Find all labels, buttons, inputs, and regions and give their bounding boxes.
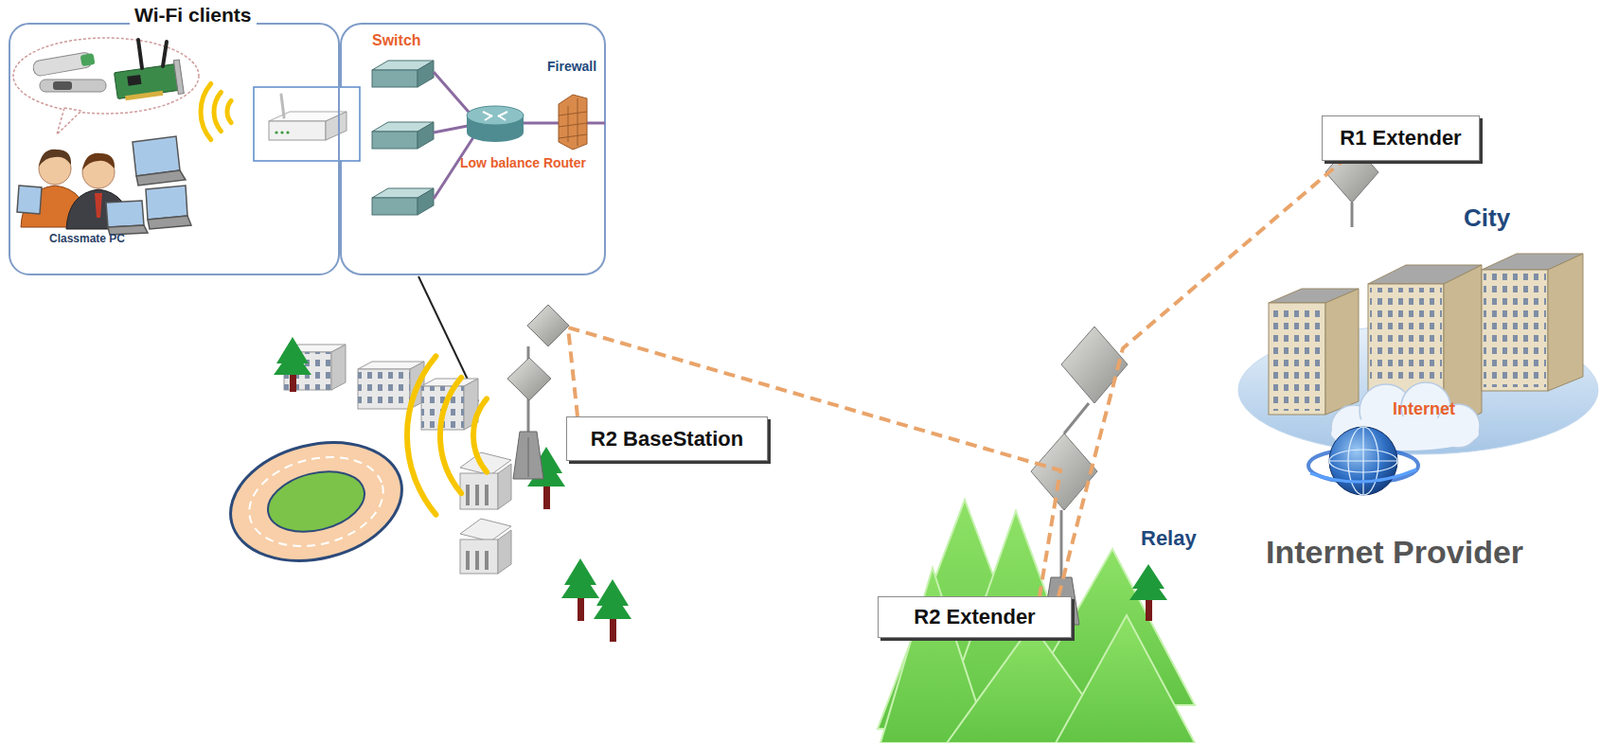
device-label-box: R2 BaseStation xyxy=(566,416,768,462)
device-label: R2 Extender xyxy=(913,604,1035,630)
component-label: Switch xyxy=(372,32,422,50)
provider-label: Internet Provider xyxy=(1265,533,1524,571)
wireless-link xyxy=(568,327,1061,597)
cloud-label: Internet xyxy=(1392,399,1456,420)
device-label-box: R1 Extender xyxy=(1321,115,1480,161)
place-label: City xyxy=(1463,204,1511,233)
wireless-link xyxy=(1058,160,1343,597)
place-label: Relay xyxy=(1140,526,1197,551)
device-label: R1 Extender xyxy=(1339,125,1461,151)
device-label: R2 BaseStation xyxy=(590,426,744,452)
device-caption: Classmate PC xyxy=(49,232,125,247)
device-label-box: R2 Extender xyxy=(877,596,1072,639)
component-label: Low balance Router xyxy=(460,155,587,171)
panel-heading: Wi-Fi clients xyxy=(129,3,257,27)
component-label: Firewall xyxy=(547,58,597,74)
